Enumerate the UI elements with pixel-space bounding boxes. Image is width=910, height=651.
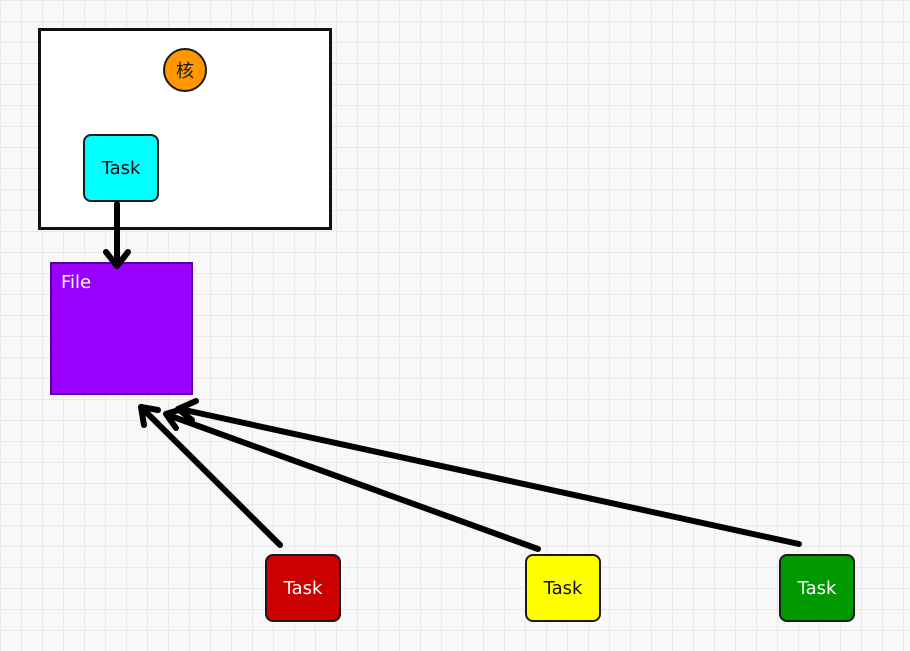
task-node-top: Task [83,134,159,202]
task-node-yellow: Task [525,554,601,622]
arrow-red-task-to-file [138,404,283,548]
file-node: File [50,262,193,395]
arrow-yellow-task-to-file [163,406,541,552]
task-node-green: Task [779,554,855,622]
task-node-red: Task [265,554,341,622]
file-label: File [61,272,92,293]
core-node: 核 [163,48,207,92]
arrow-green-task-to-file [175,398,802,547]
